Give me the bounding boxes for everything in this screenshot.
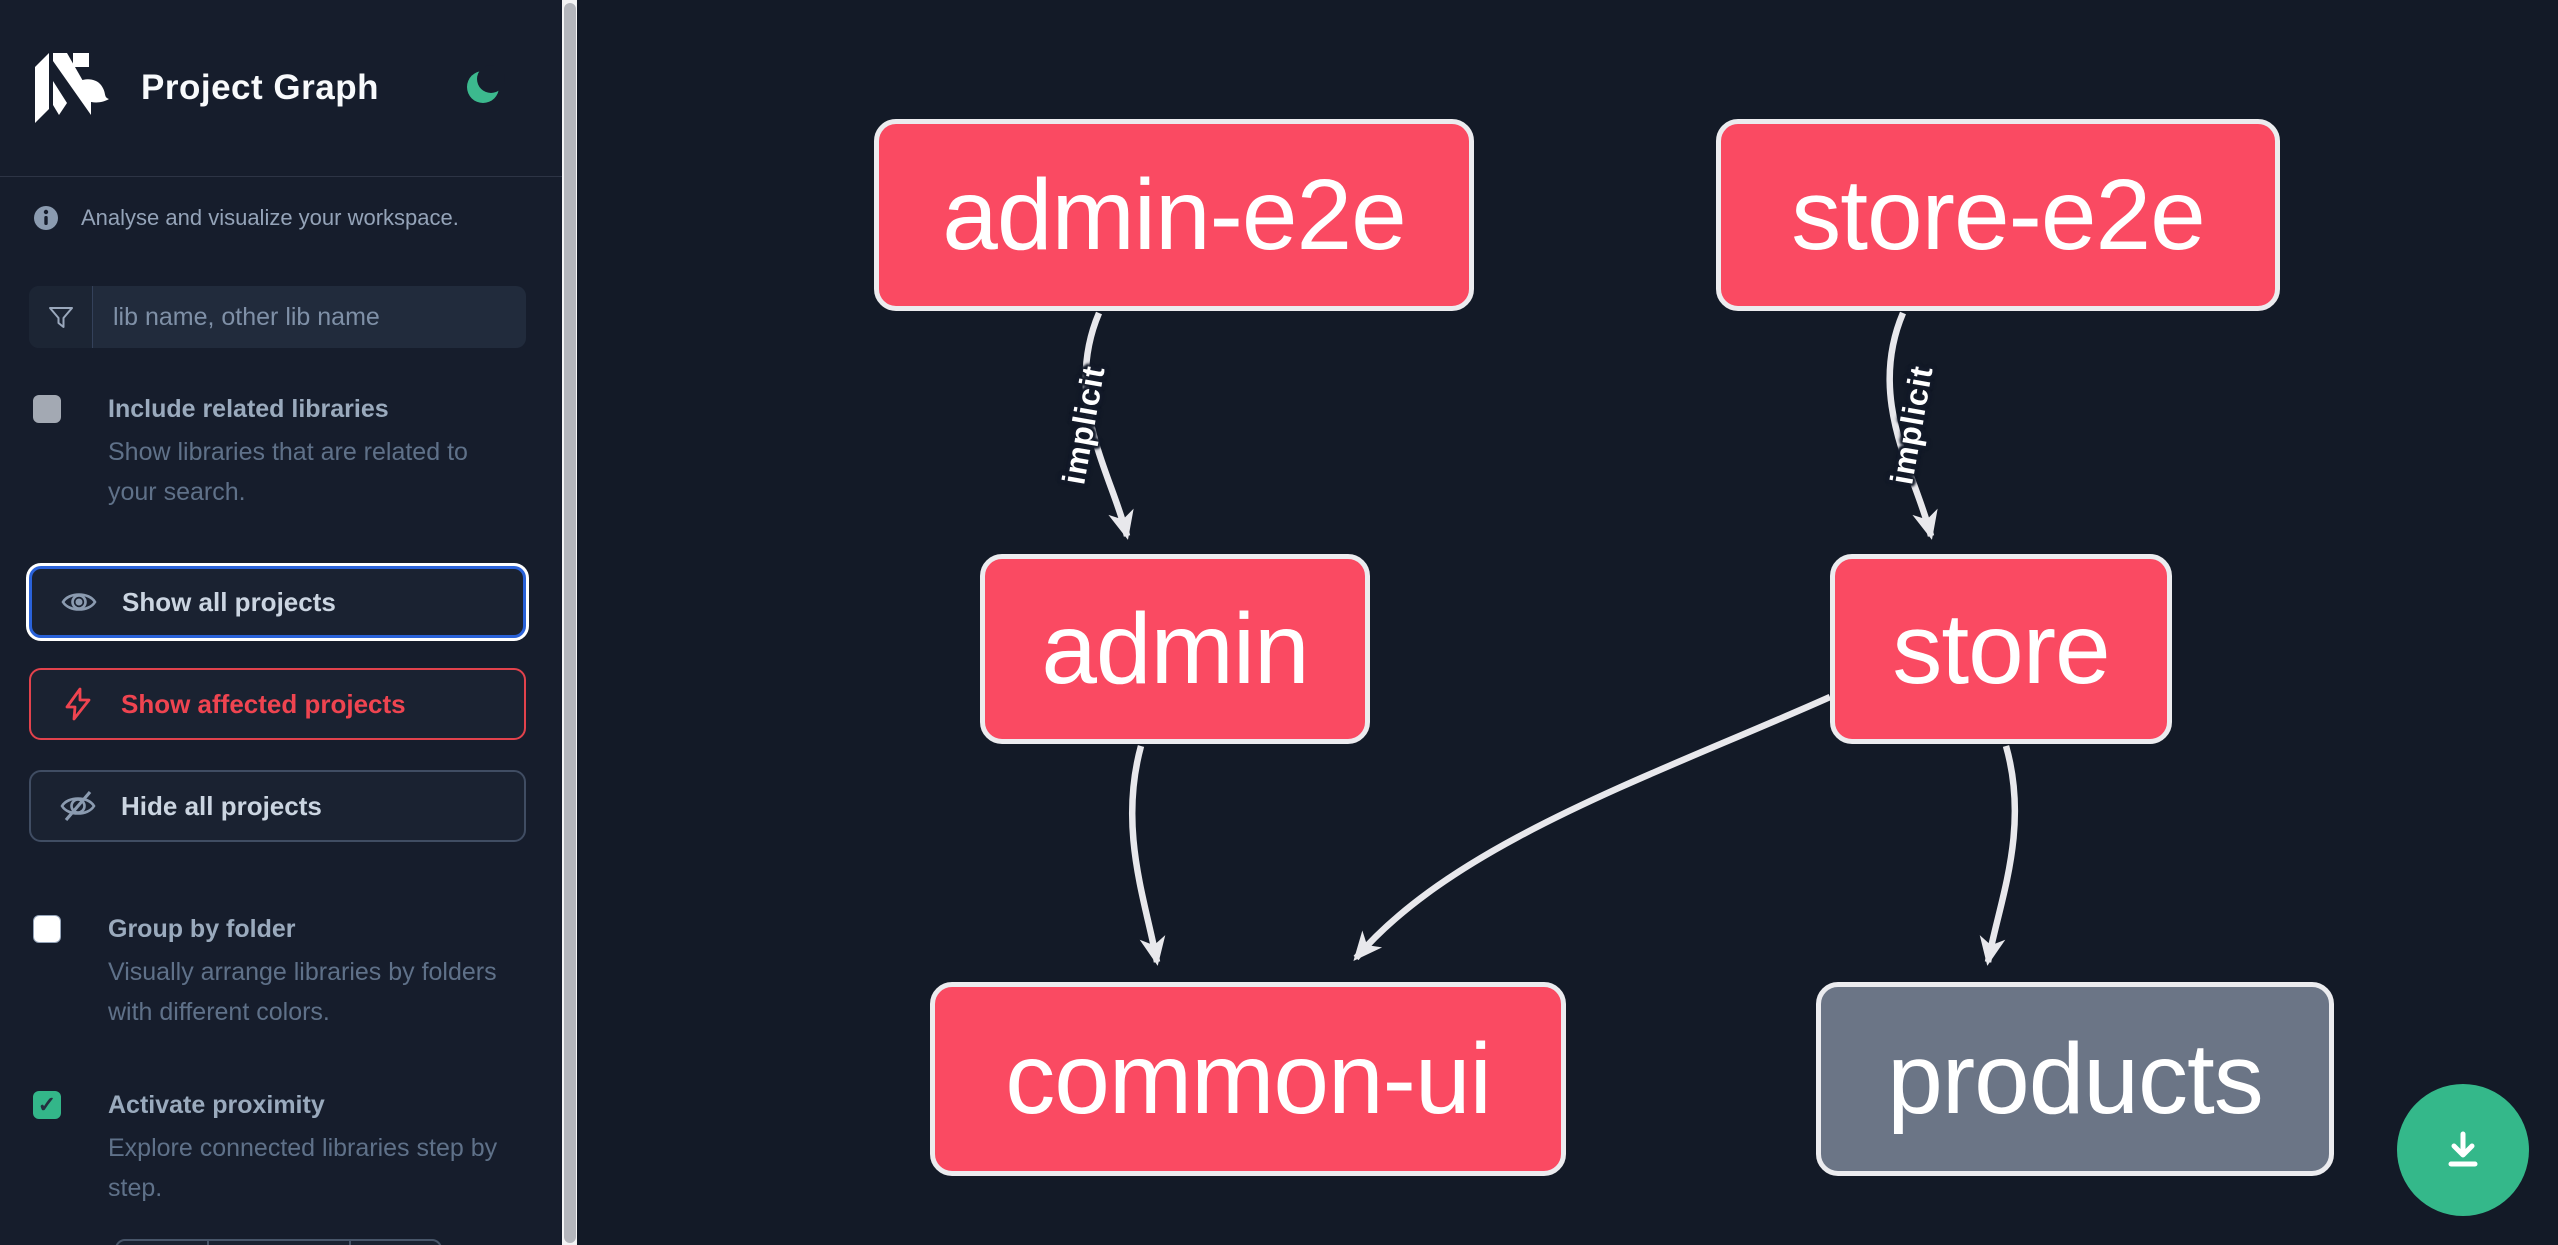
show-all-projects-label: Show all projects — [122, 586, 336, 617]
graph-node-admin[interactable]: admin — [980, 554, 1370, 744]
graph-node-admin-e2e[interactable]: admin-e2e — [874, 119, 1474, 311]
download-graph-button[interactable] — [2397, 1084, 2529, 1216]
sidebar: Project Graph Analyse and visualize your… — [0, 0, 562, 1245]
group-by-folder-label[interactable]: Group by folder — [108, 915, 296, 943]
group-by-folder-description: Visually arrange libraries by folders wi… — [108, 958, 497, 1026]
show-affected-projects-button[interactable]: Show affected projects — [29, 668, 526, 740]
hide-all-projects-button[interactable]: Hide all projects — [29, 770, 526, 842]
graph-node-common-ui[interactable]: common-ui — [930, 982, 1566, 1176]
toggle-include-related: Include related libraries Show libraries… — [33, 392, 522, 512]
page-title: Project Graph — [141, 68, 379, 107]
sidebar-scrollbar-thumb[interactable] — [563, 3, 576, 1243]
sidebar-scrollbar-track — [562, 0, 577, 1245]
activate-proximity-description: Explore connected libraries step by step… — [108, 1134, 498, 1202]
activate-proximity-label[interactable]: Activate proximity — [108, 1091, 325, 1119]
proximity-decrement-button[interactable] — [115, 1239, 209, 1245]
search-box — [29, 286, 526, 348]
include-related-description: Show libraries that are related to your … — [108, 438, 468, 506]
proximity-stepper — [115, 1239, 442, 1245]
lightning-bolt-icon — [65, 687, 91, 721]
toggle-group-by-folder: Group by folder Visually arrange librari… — [33, 912, 522, 1032]
eye-off-icon — [60, 790, 96, 822]
info-row: Analyse and visualize your workspace. — [33, 205, 562, 231]
show-all-projects-button[interactable]: Show all projects — [29, 566, 526, 638]
sidebar-header: Project Graph — [0, 0, 562, 177]
toggle-activate-proximity: Activate proximity Explore connected lib… — [33, 1088, 522, 1208]
graph-node-products[interactable]: products — [1816, 982, 2334, 1176]
nx-logo-icon — [35, 53, 109, 123]
activate-proximity-checkbox[interactable] — [33, 1091, 61, 1119]
info-text: Analyse and visualize your workspace. — [81, 205, 459, 230]
proximity-value — [209, 1239, 349, 1245]
download-icon — [2448, 1131, 2478, 1167]
info-icon — [34, 206, 58, 230]
hide-all-projects-label: Hide all projects — [121, 790, 322, 821]
moon-icon — [467, 65, 505, 103]
graph-node-store[interactable]: store — [1830, 554, 2172, 744]
proximity-increment-button[interactable] — [349, 1239, 442, 1245]
include-related-checkbox[interactable] — [33, 395, 61, 423]
show-affected-projects-label: Show affected projects — [121, 688, 406, 719]
theme-toggle-button[interactable] — [464, 64, 506, 106]
filter-funnel-icon — [29, 286, 93, 348]
group-by-folder-checkbox[interactable] — [33, 915, 61, 943]
search-input[interactable] — [93, 286, 526, 348]
eye-icon — [61, 593, 97, 611]
graph-node-store-e2e[interactable]: store-e2e — [1716, 119, 2280, 311]
include-related-label[interactable]: Include related libraries — [108, 395, 389, 423]
